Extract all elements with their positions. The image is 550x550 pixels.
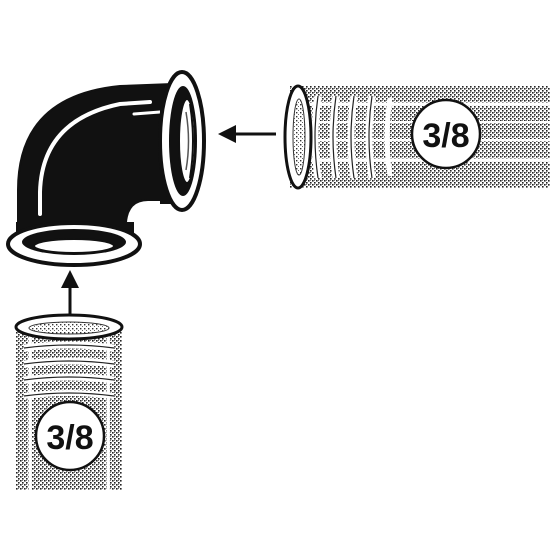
hose-right-size-badge: 3/8 [410,98,482,170]
elbow-fitting [6,70,206,267]
hose-bottom-size-label: 3/8 [46,419,93,457]
hose-icon [283,84,550,190]
hose-right-size-label: 3/8 [422,117,469,155]
arrow-up-icon [61,270,79,314]
hose-right: 3/8 [283,84,550,190]
arrow-left-icon [218,125,276,143]
elbow-fitting-icon [6,70,206,267]
arrow-bottom-to-elbow [61,270,79,314]
hose-bottom-size-badge: 3/8 [34,400,106,472]
hose-bottom: 3/8 [14,313,124,490]
arrow-right-to-elbow [218,125,276,143]
